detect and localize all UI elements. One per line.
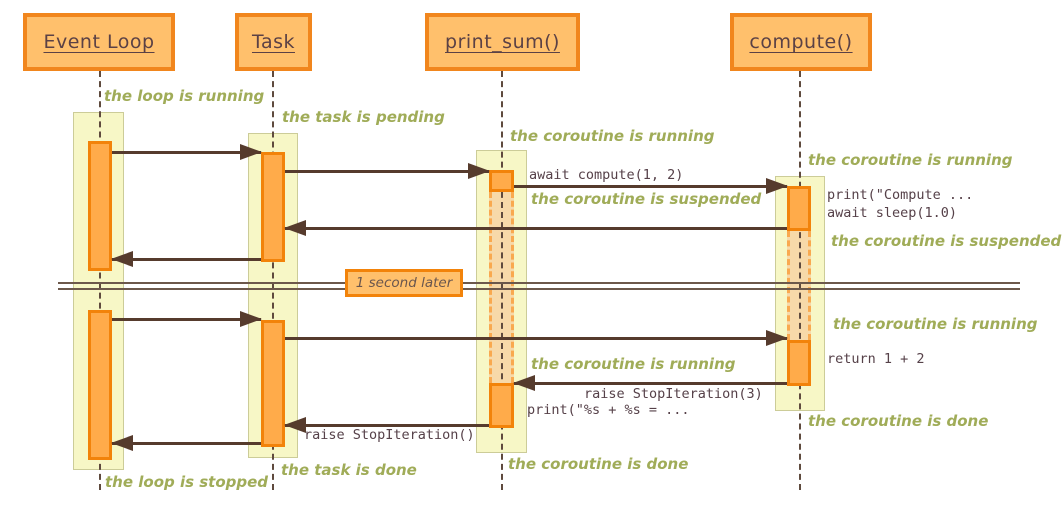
note-task-done: the task is done — [281, 461, 417, 479]
note-print-sum-done: the coroutine is done — [508, 455, 689, 473]
arrow-task-to-compute — [285, 330, 788, 346]
lifeline-task — [272, 71, 274, 490]
note-print-sum-running-1: the coroutine is running — [510, 127, 715, 145]
activation-compute-2 — [787, 340, 811, 386]
arrowhead-icon — [284, 417, 306, 433]
note-print-sum-suspended: the coroutine is suspended — [531, 190, 762, 208]
divider-label-box: 1 second later — [345, 269, 463, 297]
arrow-compute-to-task-return — [284, 220, 787, 236]
code-raise-stopiteration-3: raise StopIteration(3) — [584, 386, 763, 402]
arrow-task-to-print-sum — [285, 163, 490, 179]
code-raise-stopiteration: raise StopIteration() — [304, 427, 475, 443]
participant-compute: compute() — [730, 13, 872, 71]
participant-task-label: Task — [251, 31, 295, 53]
arrowhead-icon — [240, 311, 262, 327]
arrowhead-icon — [284, 220, 306, 236]
lifeline-event-loop — [99, 71, 101, 490]
divider-label: 1 second later — [355, 275, 453, 291]
code-await-compute: await compute(1, 2) — [529, 167, 684, 183]
activation-event-loop-1 — [88, 141, 112, 271]
arrowhead-icon — [766, 330, 788, 346]
activation-task-2 — [261, 320, 285, 447]
lifeline-print-sum — [501, 71, 503, 490]
arrow-task-to-loop-return — [111, 251, 261, 267]
code-await-sleep: await sleep(1.0) — [827, 205, 958, 221]
note-loop-running: the loop is running — [104, 87, 265, 105]
arrowhead-icon — [468, 163, 490, 179]
arrow-loop-to-task-2 — [112, 311, 262, 327]
code-print-format: print("%s + %s = ... — [527, 402, 690, 418]
arrow-print-sum-to-task — [284, 417, 489, 433]
participant-print-sum-label: print_sum() — [445, 31, 560, 53]
note-task-pending: the task is pending — [282, 108, 445, 126]
arrow-compute-to-print-sum — [513, 375, 787, 391]
arrowhead-icon — [240, 144, 262, 160]
note-loop-stopped: the loop is stopped — [105, 473, 269, 491]
activation-print-sum-1 — [489, 170, 514, 192]
participant-compute-label: compute() — [749, 31, 853, 53]
arrowhead-icon — [513, 375, 535, 391]
note-compute-suspended: the coroutine is suspended — [831, 232, 1062, 250]
activation-print-sum-2 — [489, 383, 514, 428]
arrow-task-to-loop-final — [111, 435, 261, 451]
code-print-compute: print("Compute ... — [827, 187, 974, 203]
lifeline-compute — [799, 71, 801, 490]
participant-task: Task — [235, 13, 312, 71]
note-print-sum-running-2: the coroutine is running — [531, 355, 736, 373]
activation-event-loop-2 — [88, 310, 112, 460]
divider-line-bottom — [58, 288, 1020, 290]
participant-print-sum: print_sum() — [425, 13, 580, 71]
arrow-print-sum-to-compute — [514, 178, 788, 194]
arrow-loop-to-task-1 — [112, 144, 262, 160]
note-compute-done: the coroutine is done — [808, 412, 989, 430]
activation-task-1 — [261, 152, 285, 262]
participant-event-loop: Event Loop — [23, 13, 175, 71]
participant-event-loop-label: Event Loop — [43, 31, 155, 53]
arrowhead-icon — [111, 435, 133, 451]
code-return-sum: return 1 + 2 — [827, 351, 925, 367]
divider-line-top — [58, 282, 1020, 284]
activation-compute-1 — [787, 186, 811, 231]
note-compute-running-2: the coroutine is running — [833, 315, 1038, 333]
arrowhead-icon — [111, 251, 133, 267]
arrowhead-icon — [766, 178, 788, 194]
note-compute-running-1: the coroutine is running — [808, 151, 1013, 169]
